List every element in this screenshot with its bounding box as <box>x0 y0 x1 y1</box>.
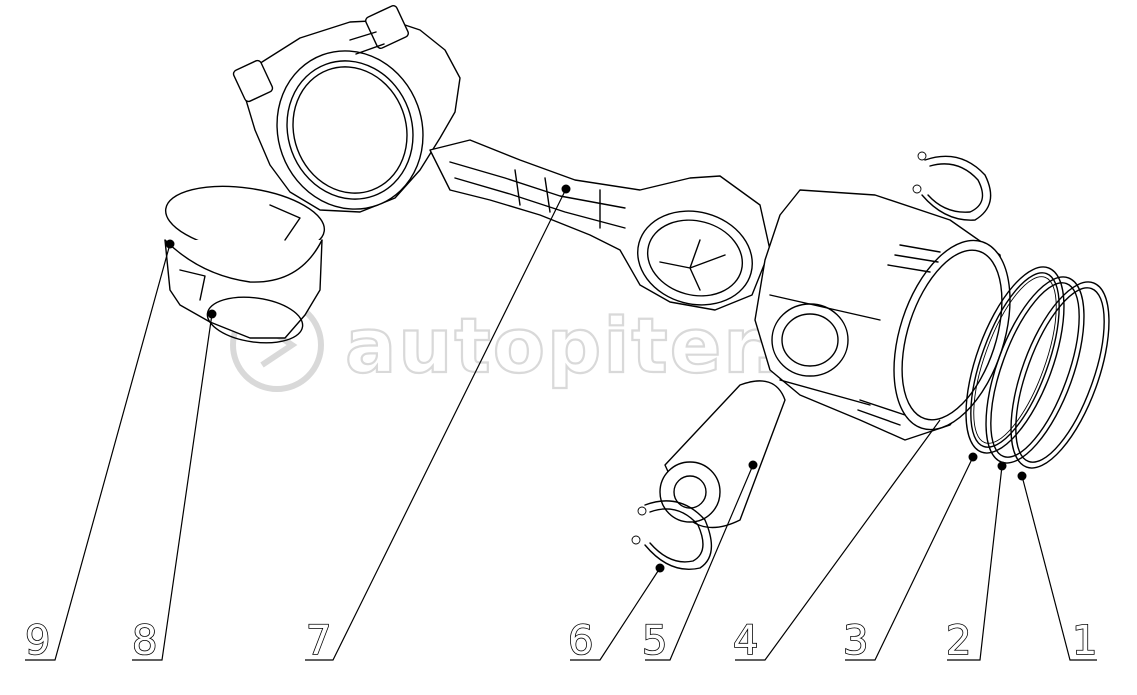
leader-dot-3 <box>968 452 978 462</box>
callout-9: 9 <box>25 618 50 664</box>
callout-labels: 1 2 3 4 5 6 7 8 9 <box>24 617 1098 665</box>
piston-ring-icon <box>1010 281 1110 469</box>
leader-lines <box>25 184 1097 661</box>
piston-pin-icon <box>659 380 786 529</box>
leader-dot-9 <box>165 239 175 249</box>
leader-dot-2 <box>997 461 1007 471</box>
piston-icon <box>754 189 1011 441</box>
callout-8: 8 <box>132 618 157 664</box>
bearing-shell-icon <box>164 185 326 344</box>
connecting-rod-icon <box>232 5 771 311</box>
circlip-icon <box>631 500 713 570</box>
leader-8 <box>132 313 213 661</box>
callout-2: 2 <box>946 618 971 664</box>
callout-1: 1 <box>1072 618 1097 664</box>
leader-5 <box>645 464 754 661</box>
leader-6 <box>570 567 661 661</box>
leader-dot-7 <box>561 184 571 194</box>
leader-4 <box>735 419 941 661</box>
leader-dot-8 <box>207 309 217 319</box>
callout-5: 5 <box>642 618 667 664</box>
leader-9 <box>25 243 171 661</box>
leader-3 <box>845 456 974 661</box>
oil-ring-icon <box>965 266 1065 454</box>
leader-7 <box>305 188 567 661</box>
leader-dot-5 <box>748 460 758 470</box>
circlip-icon <box>912 151 992 221</box>
callout-7: 7 <box>306 618 331 664</box>
leader-2 <box>947 465 1003 661</box>
leader-1 <box>1021 475 1097 661</box>
leader-dot-6 <box>655 563 665 573</box>
callout-3: 3 <box>843 618 868 664</box>
leader-dot-1 <box>1017 471 1027 481</box>
callout-4: 4 <box>733 618 758 664</box>
callout-6: 6 <box>568 618 593 664</box>
